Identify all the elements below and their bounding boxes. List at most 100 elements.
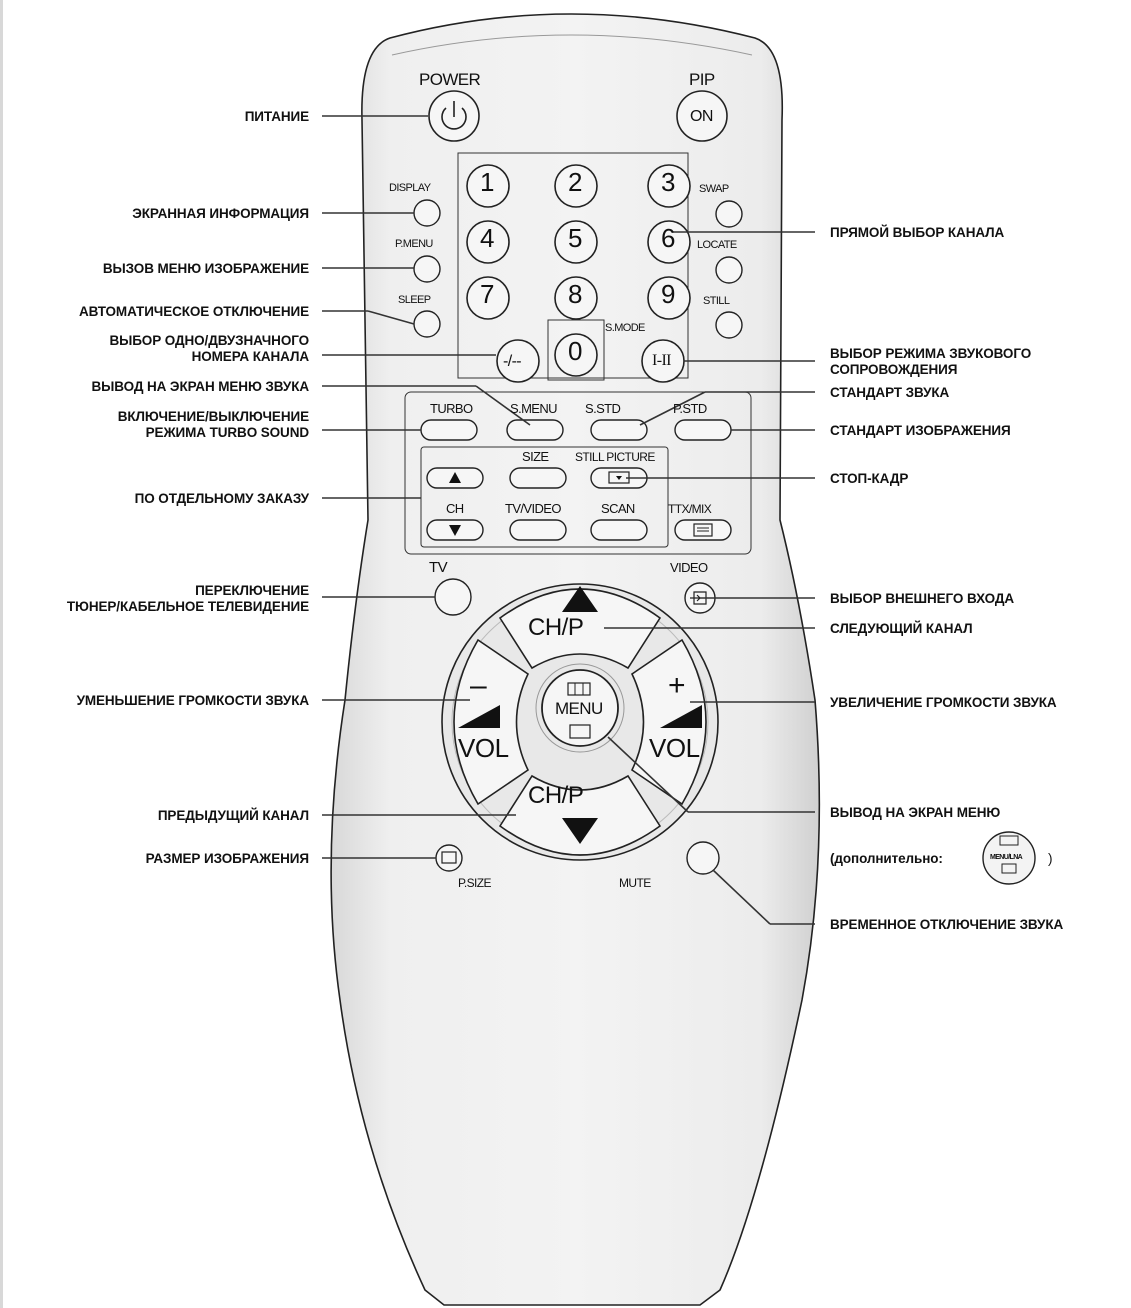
menu-grid-icon [567,682,591,696]
callout-sound-menu: ВЫВОД НА ЭКРАН МЕНЮ ЗВУКА [91,379,310,394]
display-button[interactable] [413,199,441,227]
pstd-label: P.STD [673,401,707,416]
key-5[interactable] [554,220,598,264]
optional-menu-label: MENU/LNA [990,854,1023,861]
scan-label: SCAN [601,501,635,516]
pmenu-label: P.MENU [395,238,433,250]
menu-label: MENU [555,699,603,718]
pip-on-text: ON [690,108,713,125]
digit-7: 7 [480,279,494,309]
psize-label: P.SIZE [458,876,491,890]
key-8[interactable] [554,276,598,320]
sstd-label: S.STD [585,401,621,416]
callout-picture-menu: ВЫЗОВ МЕНЮ ИЗОБРАЖЕНИЕ [102,261,309,276]
psize-button[interactable] [435,844,463,872]
teletext-icon [693,523,713,537]
keypad-frame [457,152,689,379]
digit-8: 8 [568,279,582,309]
smode-label: S.MODE [605,322,645,334]
still-picture-label: STILL PICTURE [575,450,655,464]
locate-button[interactable] [715,256,743,284]
digit-2: 2 [568,167,582,197]
pstd-button[interactable] [674,419,732,441]
ch-down-arrow-icon [562,818,598,844]
dash-button[interactable] [496,339,540,383]
scan-button[interactable] [590,519,648,541]
function-panel [404,391,752,555]
menu-button[interactable] [541,669,619,747]
key-7[interactable] [466,276,510,320]
plus-sign: + [668,669,686,702]
ch-down-icon [449,525,461,536]
smenu-button[interactable] [506,419,564,441]
right-leader-lines [604,231,815,925]
vol-down-label: VOL [458,733,509,763]
digit-4: 4 [480,223,494,253]
callout-turbo-sound: ВКЛЮЧЕНИЕ/ВЫКЛЮЧЕНИЕ РЕЖИМА TURBO SOUND [117,409,309,440]
pip-on-button[interactable] [676,90,728,142]
mute-button[interactable] [686,841,720,875]
callout-digit-mode: ВЫБОР ОДНО/ДВУЗНАЧНОГО НОМЕРА КАНАЛА [109,333,309,364]
callout-external-input: ВЫБОР ВНЕШНЕГО ВХОДА [830,591,1015,606]
digit-5: 5 [568,223,582,253]
sleep-button[interactable] [413,310,441,338]
tv-button[interactable] [434,578,472,616]
smenu-label: S.MENU [510,401,558,416]
key-9[interactable] [647,276,691,320]
locate-label: LOCATE [697,239,737,251]
callout-sound-mode: ВЫБОР РЕЖИМА ЗВУКОВОГО СОПРОВОЖДЕНИЯ [830,346,1032,377]
digit-3: 3 [661,167,675,197]
callout-direct-channel: ПРЯМОЙ ВЫБОР КАНАЛА [830,225,1005,240]
page-edge [0,0,3,1308]
swap-label: SWAP [699,183,729,195]
power-icon [441,107,467,130]
callout-picture-size: РАЗМЕР ИЗОБРАЖЕНИЯ [145,851,309,866]
ttx-mix-label: TTX/MIX [668,502,712,516]
ch-p-down-button[interactable] [498,774,662,856]
key-3[interactable] [647,164,691,208]
callout-sleep: АВТОМАТИЧЕСКОЕ ОТКЛЮЧЕНИЕ [78,304,309,319]
psize-icon [441,851,457,864]
callout-sound-standard: СТАНДАРТ ЗВУКА [830,385,950,400]
callout-power: ПИТАНИЕ [244,109,309,124]
still-button[interactable] [715,311,743,339]
callout-optional-note: (дополнительно: [830,851,943,866]
swap-button[interactable] [715,200,743,228]
key-2[interactable] [554,164,598,208]
size-label: SIZE [522,449,549,464]
ch-up-icon [449,472,461,483]
callout-tuner-cable: ПЕРЕКЛЮЧЕНИЕ ТЮНЕР/КАБЕЛЬНОЕ ТЕЛЕВИДЕНИЕ [66,583,309,614]
turbo-button[interactable] [420,419,478,441]
callout-volume-up: УВЕЛИЧЕНИЕ ГРОМКОСТИ ЗВУКА [830,695,1057,710]
digit-9: 9 [661,279,675,309]
remote-top-rim [391,34,753,56]
tv-label: TV [429,559,448,576]
ttx-mix-button[interactable] [674,519,732,541]
key-1[interactable] [466,164,510,208]
display-label: DISPLAY [389,182,431,194]
tv-video-button[interactable] [509,519,567,541]
callout-picture-standard: СТАНДАРТ ИЗОБРАЖЕНИЯ [830,423,1011,438]
digit-0: 0 [568,336,582,366]
ch-p-up-button[interactable] [498,588,662,670]
vol-up-button[interactable] [630,638,707,806]
callout-volume-down: УМЕНЬШЕНИЕ ГРОМКОСТИ ЗВУКА [76,693,310,708]
turbo-label: TURBO [430,401,473,416]
size-button[interactable] [509,467,567,489]
digit-1: 1 [480,167,494,197]
callout-previous-channel: ПРЕДЫДУЩИЙ КАНАЛ [157,808,309,823]
callout-optional-close: ) [1048,851,1053,866]
key-0[interactable] [554,333,598,377]
callout-next-channel: СЛЕДУЮЩИЙ КАНАЛ [830,621,973,636]
sleep-label: SLEEP [398,294,431,306]
callout-mute: ВРЕМЕННОЕ ОТКЛЮЧЕНИЕ ЗВУКА [830,917,1064,932]
callout-still: СТОП-КАДР [830,471,909,486]
info-icon [569,724,591,739]
mute-label: MUTE [619,876,651,890]
ch-up-arrow-icon [562,586,598,612]
sstd-button[interactable] [590,419,648,441]
key-4[interactable] [466,220,510,264]
pmenu-button[interactable] [413,255,441,283]
